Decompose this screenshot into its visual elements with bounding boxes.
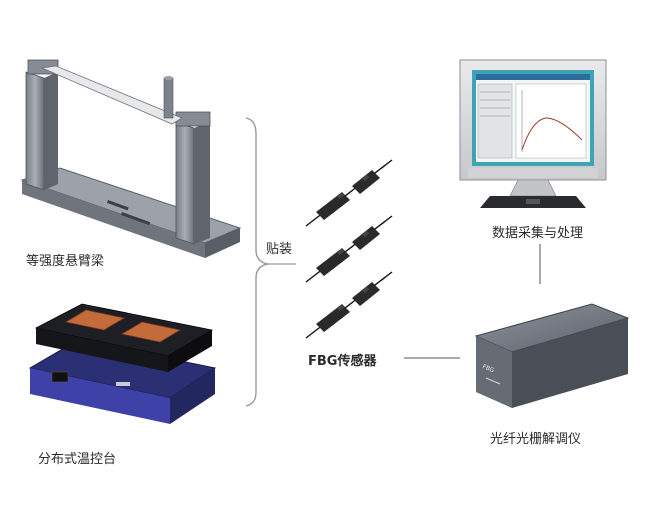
interrogator-label: 光纤光栅解调仪 — [490, 432, 582, 447]
attach-label: 贴装 — [266, 242, 293, 257]
sensor-label: FBG传感器 — [308, 354, 377, 369]
computer-monitor-icon — [459, 59, 607, 208]
beam-label: 等强度悬臂梁 — [26, 254, 105, 269]
data-processing-label: 数据采集与处理 — [492, 226, 584, 241]
fbg-sensor-icon — [305, 159, 393, 339]
interrogator-box-icon: FBG — [474, 303, 630, 408]
temp-stage-label: 分布式温控台 — [38, 452, 117, 467]
svg-text:FBG: FBG — [481, 363, 495, 374]
temperature-stage-icon — [28, 303, 217, 424]
cantilever-beam-icon — [20, 59, 242, 258]
grouping-brace — [245, 117, 269, 407]
